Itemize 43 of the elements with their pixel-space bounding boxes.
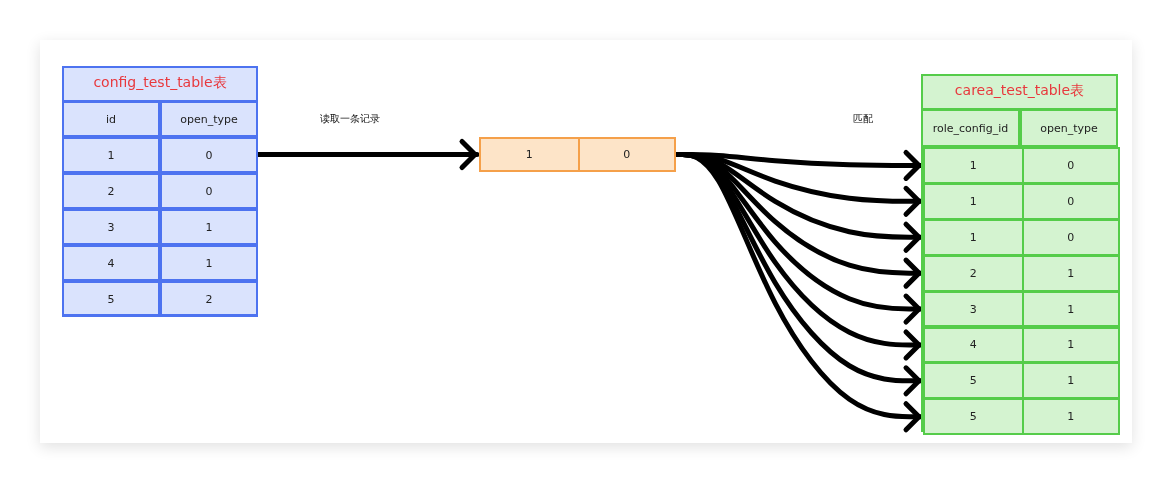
- table-title: carea_test_table表: [921, 74, 1118, 110]
- table-cell: 5: [62, 281, 160, 317]
- table-row: [923, 398, 1120, 436]
- table-cell: open_type: [1020, 109, 1118, 147]
- table-cell: 1: [160, 209, 258, 245]
- table-cell: 4: [62, 245, 160, 281]
- table-cell: 1: [1021, 400, 1118, 434]
- table-cell-text: 2: [968, 265, 978, 282]
- table-cell: 1: [1021, 256, 1118, 290]
- table-row: [923, 254, 1120, 292]
- table-cell: 3: [62, 209, 160, 245]
- table-cell: 0: [1021, 149, 1118, 182]
- table-cell-text: 3: [968, 301, 978, 318]
- table-cell: open_type: [160, 101, 258, 137]
- table-cell-text: 1: [524, 147, 534, 163]
- table-cell-text: 5: [968, 409, 978, 426]
- table-row: [923, 147, 1120, 184]
- table-title: config_test_table表: [62, 66, 258, 102]
- table-cell: role_config_id: [921, 109, 1020, 147]
- table: [921, 74, 1118, 432]
- note-label: 匹配: [851, 112, 875, 126]
- table-cell: 2: [160, 281, 258, 317]
- table-cell-text: 1: [968, 229, 978, 246]
- table-cell-text: 5: [968, 373, 978, 390]
- table-cell: 0: [577, 139, 674, 170]
- table-row: [923, 182, 1120, 220]
- table-cell-text: 1: [968, 193, 978, 210]
- table-cell: 0: [1021, 220, 1118, 254]
- table-cell: 1: [160, 245, 258, 281]
- table-row: [479, 137, 676, 172]
- table-cell: 0: [1021, 184, 1118, 218]
- table-cell-text: 4: [968, 337, 978, 354]
- table-cell: 1: [1021, 292, 1118, 326]
- table-row: [923, 362, 1120, 400]
- table-cell: id: [62, 101, 160, 137]
- table-cell: 0: [160, 173, 258, 209]
- table-cell-text: 1: [968, 157, 978, 174]
- table-cell: 1: [62, 137, 160, 173]
- table-cell: 0: [160, 137, 258, 173]
- table-row: [923, 290, 1120, 328]
- table: [62, 66, 258, 316]
- table-cell: 2: [62, 173, 160, 209]
- table-row: [923, 218, 1120, 256]
